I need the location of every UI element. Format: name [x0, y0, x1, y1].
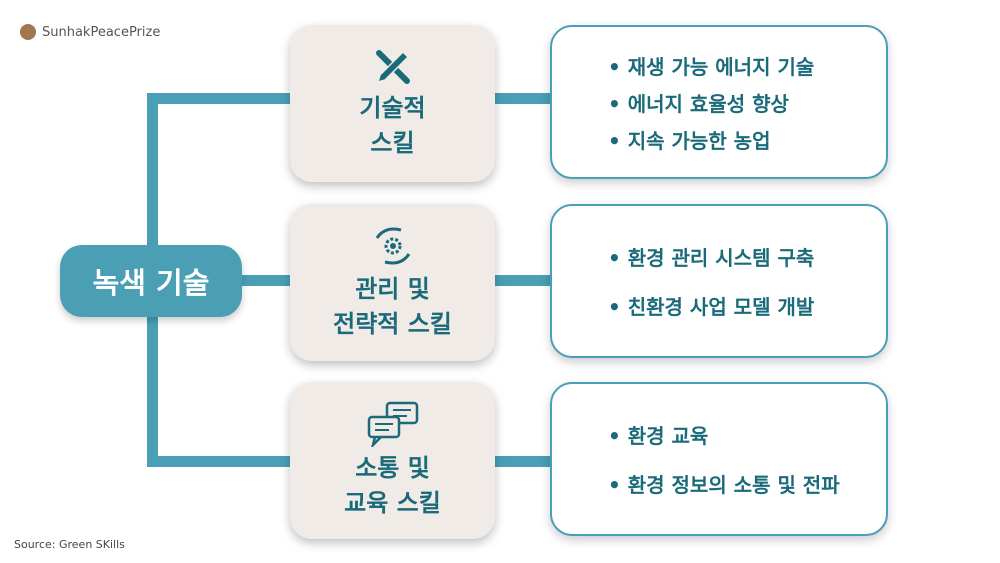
connector	[147, 456, 297, 467]
list-item: • 재생 가능 에너지 기술	[608, 54, 815, 79]
detail-box-management: • 환경 관리 시스템 구축 • 친환경 사업 모델 개발	[550, 204, 888, 358]
gear-hands-icon	[375, 227, 410, 265]
list-item: • 에너지 효율성 향상	[608, 91, 789, 116]
connector	[147, 93, 297, 104]
category-title: 관리 및	[355, 274, 430, 303]
list-item: • 친환경 사업 모델 개발	[608, 295, 815, 319]
category-title: 기술적	[359, 93, 426, 122]
category-management: 관리 및 전략적 스킬	[290, 204, 495, 361]
connector	[490, 93, 554, 104]
category-title: 교육 스킬	[344, 488, 441, 517]
chat-icon	[367, 401, 418, 447]
category-title: 전략적 스킬	[333, 309, 452, 338]
logo: SunhakPeacePrize	[20, 24, 160, 40]
source-note: Source: Green SKills	[14, 538, 125, 551]
list-item: • 환경 관리 시스템 구축	[608, 246, 815, 270]
tools-icon	[375, 49, 410, 84]
category-communication: 소통 및 교육 스킬	[290, 382, 495, 539]
category-title: 소통 및	[355, 453, 430, 482]
list-item: • 환경 교육	[608, 424, 709, 448]
root-node: 녹색 기술	[60, 245, 242, 317]
logo-text: SunhakPeacePrize	[42, 24, 161, 40]
category-title: 스킬	[370, 128, 415, 157]
connector	[230, 275, 295, 286]
list-item: • 지속 가능한 농업	[608, 128, 771, 153]
list-item: • 환경 정보의 소통 및 전파	[608, 473, 840, 497]
detail-box-communication: • 환경 교육 • 환경 정보의 소통 및 전파	[550, 382, 888, 536]
logo-icon	[20, 24, 36, 40]
connector	[490, 456, 554, 467]
detail-box-technical: • 재생 가능 에너지 기술 • 에너지 효율성 향상 • 지속 가능한 농업	[550, 25, 888, 179]
connector	[490, 275, 554, 286]
category-technical: 기술적 스킬	[290, 25, 495, 182]
